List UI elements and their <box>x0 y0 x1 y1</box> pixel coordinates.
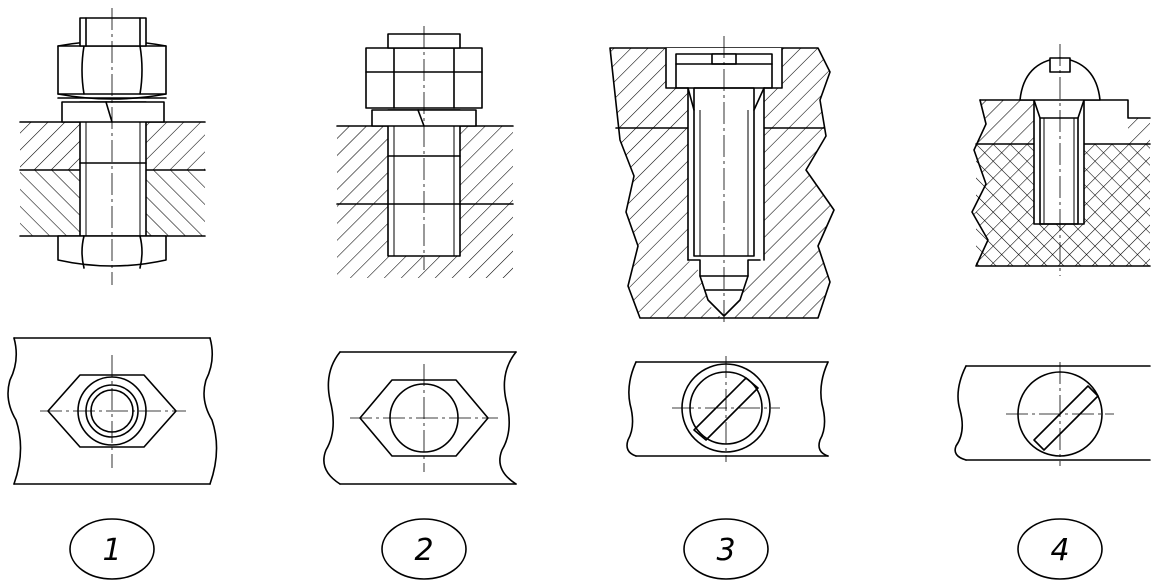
label-3: 3 <box>716 533 735 568</box>
figure-3-section-view <box>609 36 835 326</box>
label-circle-2: 2 <box>381 518 467 580</box>
label-circle-3: 3 <box>683 518 769 580</box>
figure-2-section-view <box>336 26 514 278</box>
figure-1-section-view <box>19 8 206 285</box>
figure-4-plan-view <box>954 362 1151 466</box>
figure-3-plan-view <box>626 356 829 462</box>
figure-1-plan-view <box>7 337 218 485</box>
label-circle-1: 1 <box>69 518 155 580</box>
label-4: 4 <box>1050 533 1069 568</box>
label-circle-4: 4 <box>1017 518 1103 580</box>
figure-2-plan-view <box>323 351 517 485</box>
figure-4-section-view <box>971 44 1151 276</box>
label-2: 2 <box>414 533 433 568</box>
label-1: 1 <box>102 533 121 568</box>
